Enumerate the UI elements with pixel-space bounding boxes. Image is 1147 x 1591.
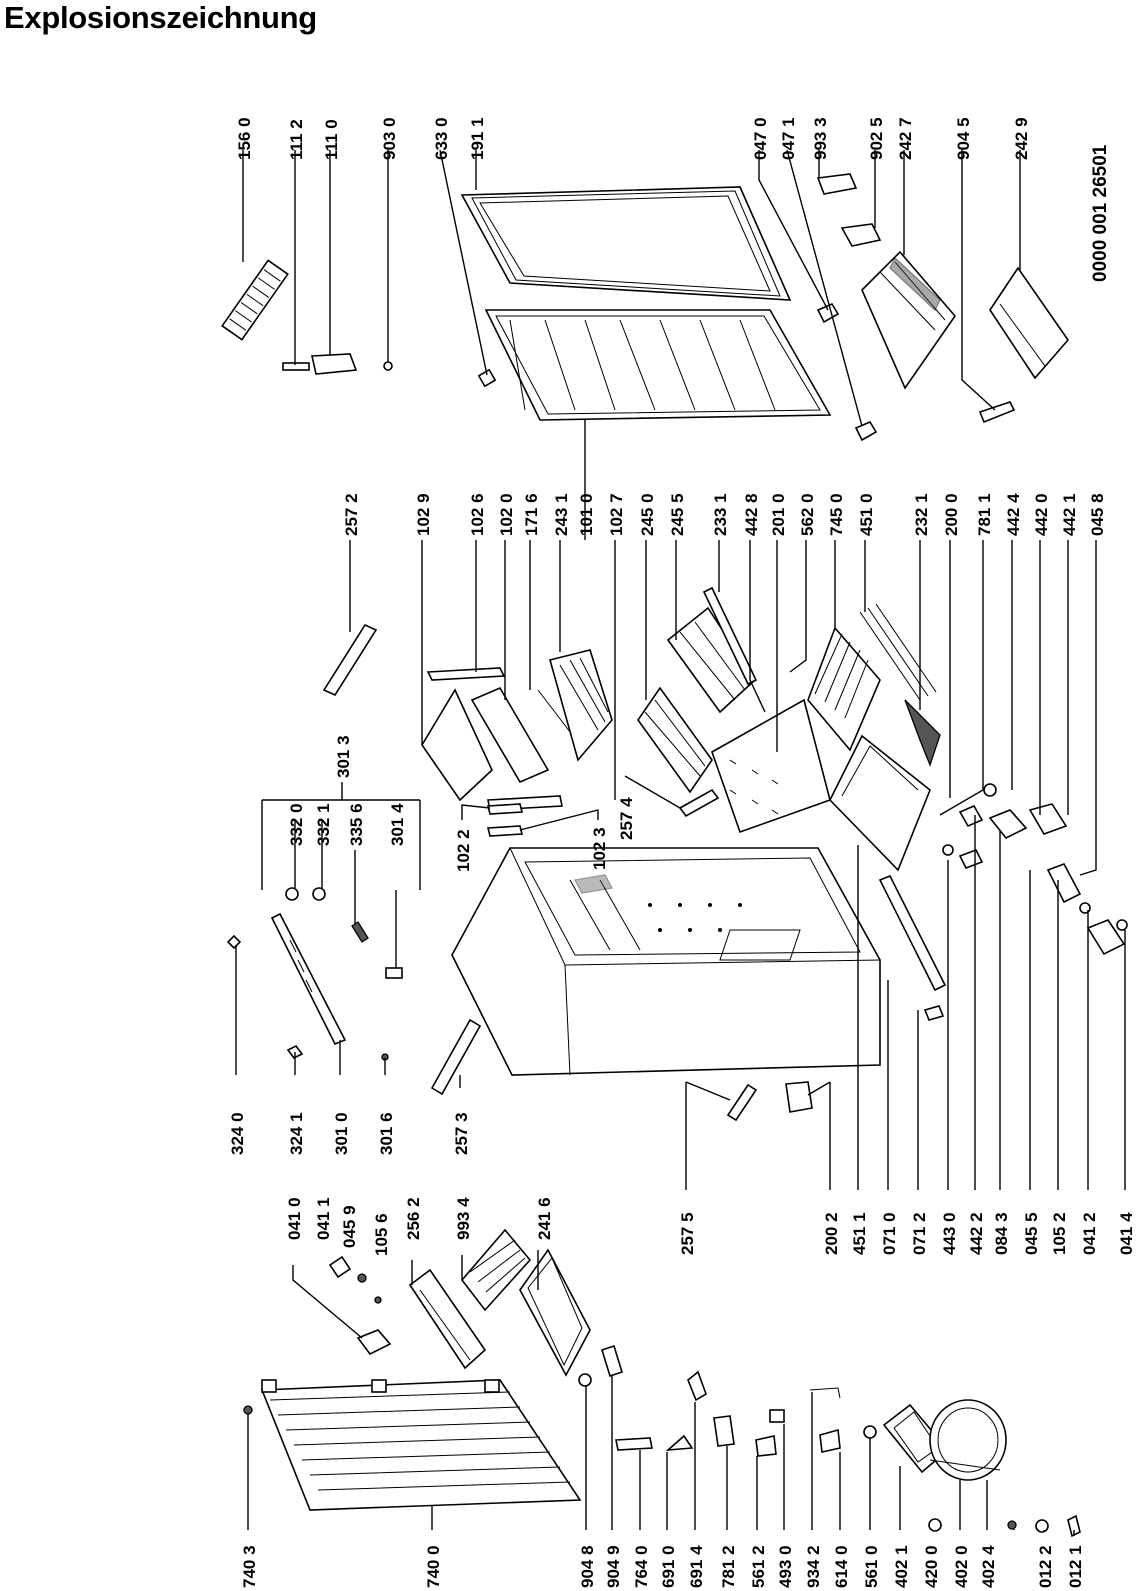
part-label: 904 9 [604, 1545, 623, 1588]
document-code: 0000 001 26501 [1090, 144, 1111, 282]
part-label: 781 2 [719, 1545, 738, 1588]
part-label: 201 0 [769, 493, 788, 536]
part-label: 012 2 [1036, 1545, 1055, 1588]
part-label: 443 0 [940, 1212, 959, 1255]
part-label: 041 1 [314, 1197, 333, 1240]
part-label: 045 9 [340, 1205, 359, 1248]
labels-mid-inline: 102 2 102 3 257 4 [454, 797, 636, 872]
part-label: 071 0 [880, 1212, 899, 1255]
part-label: 102 7 [607, 493, 626, 536]
part-label: 041 2 [1080, 1212, 1099, 1255]
part-label: 257 3 [452, 1112, 471, 1155]
part-label: 934 2 [804, 1545, 823, 1588]
part-label: 191 1 [468, 117, 487, 160]
part-label: 764 0 [632, 1545, 651, 1588]
part-label: 242 7 [896, 117, 915, 160]
part-label: 045 8 [1088, 493, 1107, 536]
part-label: 781 1 [975, 493, 994, 536]
part-label: 442 2 [967, 1212, 986, 1255]
part-label: 232 1 [912, 493, 931, 536]
part-label: 301 0 [332, 1112, 351, 1155]
leader-lines [235, 149, 1126, 1536]
part-label: 084 3 [992, 1212, 1011, 1255]
part-label: 111 2 [287, 119, 306, 160]
part-label: 301 3 [334, 735, 353, 778]
part-label: 156 0 [235, 117, 254, 160]
part-label: 242 9 [1012, 117, 1031, 160]
part-label: 562 0 [798, 493, 817, 536]
part-label: 102 3 [590, 827, 609, 870]
part-label: 257 4 [617, 797, 636, 840]
part-label: 012 1 [1066, 1545, 1085, 1588]
part-label: 324 1 [287, 1112, 306, 1155]
part-label: 241 6 [535, 1197, 554, 1240]
part-label: 902 5 [867, 117, 886, 160]
part-label: 561 2 [749, 1545, 768, 1588]
labels-lower-mid: 041 0 041 1 045 9 105 6 256 2 993 4 241 … [285, 1197, 554, 1256]
part-label: 442 0 [1032, 493, 1051, 536]
parts-drawings [221, 173, 1128, 1538]
part-label: 993 4 [454, 1197, 473, 1240]
part-label: 243 1 [552, 493, 571, 536]
part-label: 257 5 [678, 1212, 697, 1255]
part-label: 233 1 [711, 493, 730, 536]
part-label: 045 5 [1022, 1212, 1041, 1255]
part-label: 301 6 [377, 1112, 396, 1155]
part-label: 047 0 [751, 117, 770, 160]
part-label: 324 0 [228, 1112, 247, 1155]
part-label: 402 0 [952, 1545, 971, 1588]
part-label: 904 8 [578, 1545, 597, 1588]
page-title: Explosionszeichnung [4, 0, 317, 35]
part-label: 047 1 [779, 117, 798, 160]
part-label: 451 0 [857, 493, 876, 536]
part-label: 171 6 [522, 493, 541, 536]
part-label: 102 6 [468, 493, 487, 536]
part-label: 335 6 [347, 803, 366, 846]
labels-mid-bottom: 324 0 324 1 301 0 301 6 257 3 257 5 200 … [228, 1112, 1136, 1255]
part-label: 561 0 [862, 1545, 881, 1588]
part-label: 111 0 [322, 119, 341, 160]
part-label: 493 0 [776, 1545, 795, 1588]
part-label: 101 0 [577, 493, 596, 536]
part-label: 200 0 [942, 493, 961, 536]
part-label: 451 1 [850, 1212, 869, 1255]
part-label: 442 8 [742, 493, 761, 536]
part-label: 904 5 [954, 117, 973, 160]
part-label: 105 2 [1050, 1212, 1069, 1255]
part-label: 102 2 [454, 829, 473, 872]
part-label: 256 2 [404, 1197, 423, 1240]
part-label: 745 0 [827, 493, 846, 536]
part-label: 332 1 [314, 803, 333, 846]
part-label: 257 2 [342, 493, 361, 536]
part-label: 301 4 [388, 803, 407, 846]
part-label: 903 0 [380, 117, 399, 160]
part-label: 740 3 [240, 1545, 259, 1588]
labels-bottom: 740 3 740 0 904 8 904 9 764 0 691 0 691 … [240, 1545, 1085, 1588]
part-label: 633 0 [432, 117, 451, 160]
part-label: 740 0 [424, 1545, 443, 1588]
part-label: 332 0 [287, 803, 306, 846]
part-label: 691 0 [659, 1545, 678, 1588]
part-label: 614 0 [832, 1545, 851, 1588]
part-label: 041 4 [1117, 1212, 1136, 1255]
labels-top: 156 0 111 2 111 0 903 0 633 0 191 1 047 … [235, 117, 1111, 282]
part-label: 105 6 [372, 1213, 391, 1256]
part-label: 402 1 [892, 1545, 911, 1588]
part-label: 102 0 [497, 493, 516, 536]
part-label: 402 4 [979, 1545, 998, 1588]
part-label: 041 0 [285, 1197, 304, 1240]
part-label: 200 2 [822, 1212, 841, 1255]
part-label: 071 2 [910, 1212, 929, 1255]
part-label: 245 0 [638, 493, 657, 536]
labels-group: 301 3 332 0 332 1 335 6 301 4 [287, 735, 407, 846]
part-label: 102 9 [414, 493, 433, 536]
part-label: 691 4 [687, 1545, 706, 1588]
labels-upper-mid: 257 2 102 9 102 6 102 0 171 6 243 1 101 … [342, 493, 1107, 536]
part-label: 993 3 [811, 117, 830, 160]
part-label: 245 5 [668, 493, 687, 536]
part-label: 420 0 [922, 1545, 941, 1588]
part-label: 442 4 [1004, 493, 1023, 536]
part-label: 442 1 [1060, 493, 1079, 536]
